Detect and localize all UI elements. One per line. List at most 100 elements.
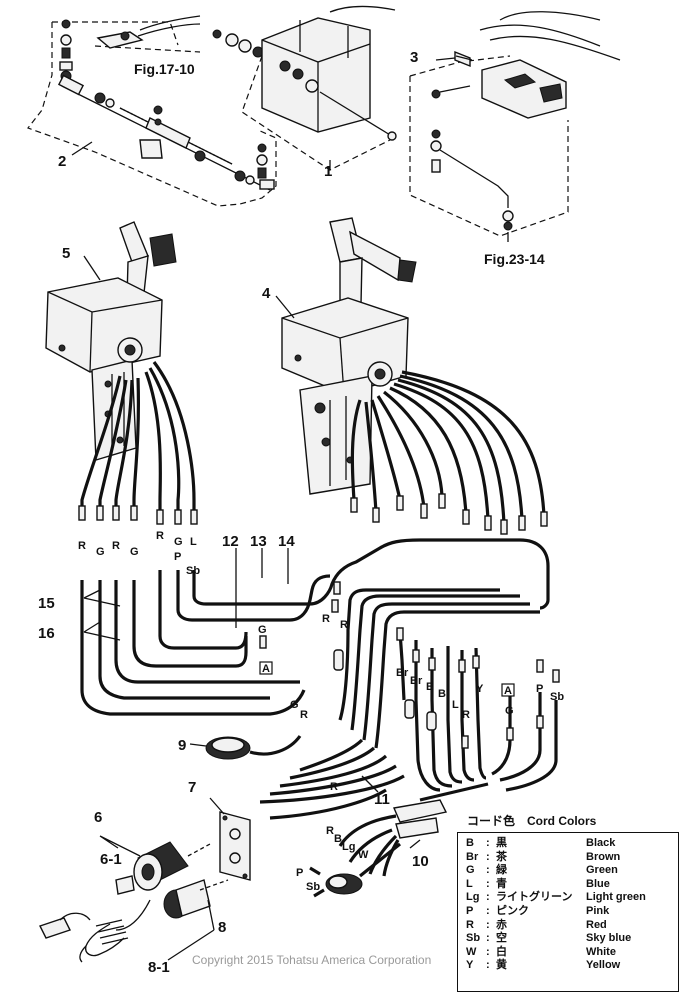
callout-16: 16 [38, 625, 55, 642]
callout-3: 3 [410, 49, 418, 66]
bracket-group-3 [409, 11, 621, 242]
wire-label: G [258, 624, 267, 636]
wire-label: P [296, 867, 303, 879]
wire-label: G [96, 546, 105, 558]
legend-english-name: White [586, 945, 616, 958]
wire-label: G [130, 546, 139, 558]
legend-english-name: Red [586, 918, 607, 931]
legend-english-name: Black [586, 837, 616, 849]
legend-row: Br: 茶 Brown [466, 851, 646, 865]
legend-english-name: Pink [586, 904, 610, 917]
leader-lines [83, 55, 473, 849]
wire-label: Sb [186, 565, 200, 577]
callout-12: 12 [222, 533, 239, 550]
wire-label: R [330, 781, 338, 793]
legend-row: R: 赤 Red [466, 919, 646, 933]
legend-row: G: 緑 Green [466, 864, 646, 878]
wire-label: L [190, 536, 197, 548]
legend-english-name: Yellow [586, 959, 621, 972]
wire-label: B [438, 688, 446, 700]
legend-code: R [466, 918, 474, 931]
box4-wire-harness [350, 370, 548, 535]
legend-japanese-name: 青 [496, 877, 507, 890]
wire-label: R [340, 619, 348, 631]
callout-1: 1 [324, 163, 332, 180]
legend-separator: : [486, 945, 490, 958]
callout-8: 8 [218, 919, 226, 936]
wire-label: A [504, 685, 512, 697]
wire-label: R [326, 825, 334, 837]
callout-4: 4 [262, 285, 271, 302]
wire-label: R [300, 709, 308, 721]
legend-english-name: Brown [586, 850, 621, 863]
wire-label: Y [476, 683, 484, 695]
legend-japanese-name: 緑 [496, 864, 507, 877]
part-7-panel [209, 797, 251, 881]
wire-label: Br [396, 667, 409, 679]
harness-cables-12-13-14 [80, 538, 550, 820]
wire-label: P [174, 551, 181, 563]
callout-6: 6 [94, 809, 102, 826]
legend-code: Y [466, 959, 474, 972]
legend-code: P [466, 904, 474, 917]
legend-japanese-name: 茶 [496, 850, 507, 863]
wire-label: R [322, 613, 330, 625]
callout-14: 14 [278, 533, 295, 550]
wire-label: Sb [550, 691, 564, 703]
wire-color-labels: R G R G R G P L Sb G A R R Br Br B B L R… [78, 530, 564, 893]
legend-title: コード色 Cord Colors [467, 814, 597, 828]
legend-separator: : [486, 864, 490, 877]
legend-japanese-name: 赤 [496, 918, 507, 931]
callout-8-1: 8-1 [148, 959, 170, 976]
legend-english-name: Sky blue [586, 932, 632, 945]
legend-japanese-name: 黒 [496, 837, 507, 849]
legend-separator: : [486, 918, 490, 931]
wire-label: L [452, 699, 459, 711]
wire-label: G [290, 699, 299, 711]
callout-15: 15 [38, 595, 55, 612]
cable-assembly-group [27, 15, 277, 207]
fig-ref-23-14: Fig.23-14 [484, 251, 545, 267]
wire-label: B [334, 833, 342, 845]
main-harness-10 [309, 782, 489, 898]
wire-label: G [505, 705, 514, 717]
part-9-cap [205, 735, 302, 760]
legend-code: W [466, 945, 477, 958]
part-6-key-switch [99, 835, 211, 895]
wire-label: G [174, 536, 183, 548]
legend-english-name: Green [586, 864, 618, 877]
legend-separator: : [486, 850, 490, 863]
legend-separator: : [486, 891, 490, 904]
wire-label: A [262, 663, 270, 675]
wire-label: Lg [342, 841, 355, 853]
legend-code: L [466, 877, 473, 890]
callout-2: 2 [58, 153, 66, 170]
wire-label: R [112, 540, 120, 552]
wire-label: R [78, 540, 86, 552]
legend-code: Br [466, 850, 479, 863]
legend-japanese-name: ピンク [496, 904, 529, 917]
legend-separator: : [486, 959, 490, 972]
wire-label: W [358, 849, 369, 861]
callout-6-1: 6-1 [100, 851, 122, 868]
legend-separator: : [486, 837, 490, 849]
wire-label: R [156, 530, 164, 542]
remote-control-box-4 [281, 217, 417, 495]
callout-13: 13 [250, 533, 267, 550]
box5-wire-harness [78, 361, 198, 525]
right-wire-fan [259, 581, 560, 792]
wire-label: P [536, 683, 543, 695]
wire-label: Br [410, 675, 423, 687]
callout-7: 7 [188, 779, 196, 796]
legend-japanese-name: 空 [496, 932, 507, 945]
legend-separator: : [486, 932, 490, 945]
legend-english-name: Blue [586, 877, 610, 890]
legend-code: G [466, 864, 475, 877]
